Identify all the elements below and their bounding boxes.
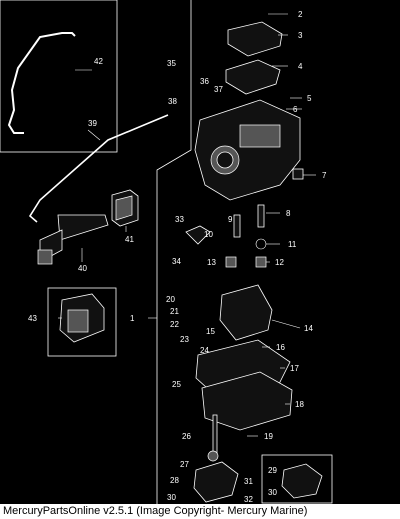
callout-39: 39 (88, 119, 97, 128)
inset-box-43 (47, 287, 117, 357)
callout-28: 28 (170, 476, 179, 485)
callout-33: 33 (175, 215, 184, 224)
callout-36: 36 (200, 77, 209, 86)
pin-26 (212, 414, 218, 456)
callout-43: 43 (28, 314, 37, 323)
callout-42: 42 (94, 57, 103, 66)
drain-cover-28 (193, 461, 239, 503)
cover-29 (281, 463, 323, 499)
block-41 (111, 189, 139, 227)
callout-14: 14 (304, 324, 313, 333)
callout-37: 37 (214, 85, 223, 94)
cover-plate-3 (227, 21, 283, 57)
callout-27: 27 (180, 460, 189, 469)
linkage-rod-39 (28, 114, 169, 223)
callout-13: 13 (207, 258, 216, 267)
callout-7: 7 (322, 171, 327, 180)
callout-22: 22 (170, 320, 179, 329)
jet-9 (233, 214, 241, 238)
callout-40: 40 (78, 264, 87, 273)
leader-lines (58, 13, 316, 437)
callout-5: 5 (307, 94, 312, 103)
callout-35: 35 (167, 59, 176, 68)
callout-11: 11 (288, 240, 297, 249)
callout-30-b: 30 (268, 488, 277, 497)
callout-24: 24 (200, 346, 209, 355)
callout-1: 1 (130, 314, 135, 323)
inset-box-29-30 (261, 454, 333, 504)
callout-38: 38 (168, 97, 177, 106)
callout-41: 41 (125, 235, 134, 244)
plug-7 (292, 168, 304, 180)
callout-4: 4 (298, 62, 303, 71)
callout-6: 6 (293, 105, 298, 114)
callout-9: 9 (228, 215, 233, 224)
gasket-4 (225, 59, 281, 95)
inset-box-42 (0, 0, 118, 153)
callout-2: 2 (298, 10, 303, 19)
callout-8: 8 (286, 209, 291, 218)
image-caption: MercuryPartsOnline v2.5.1 (Image Copyrig… (0, 504, 400, 519)
choke-knob-40 (37, 214, 109, 265)
callout-19: 19 (264, 432, 273, 441)
fitting-13 (225, 256, 237, 268)
callout-32: 32 (244, 495, 253, 504)
callout-12: 12 (275, 258, 284, 267)
float-bowl-18 (201, 371, 293, 431)
callout-25: 25 (172, 380, 181, 389)
callout-16: 16 (276, 343, 285, 352)
callout-17: 17 (290, 364, 299, 373)
callout-31: 31 (244, 477, 253, 486)
callout-30-a: 30 (167, 493, 176, 502)
callout-21: 21 (170, 307, 179, 316)
bracket-33 (185, 225, 211, 245)
callout-34: 34 (172, 257, 181, 266)
needle-8 (257, 204, 265, 228)
callout-20: 20 (166, 295, 175, 304)
fitting-12 (255, 256, 267, 268)
callout-26: 26 (182, 432, 191, 441)
carburetor-body (194, 99, 301, 201)
callout-10: 10 (204, 230, 213, 239)
callout-29: 29 (268, 466, 277, 475)
callout-15: 15 (206, 327, 215, 336)
choke-rod-42 (7, 32, 76, 134)
callout-23: 23 (180, 335, 189, 344)
callout-18: 18 (295, 400, 304, 409)
callout-3: 3 (298, 31, 303, 40)
washer-27 (207, 450, 219, 462)
float-14 (219, 284, 273, 341)
o-ring-11 (255, 238, 267, 250)
fitting-43 (59, 293, 105, 343)
